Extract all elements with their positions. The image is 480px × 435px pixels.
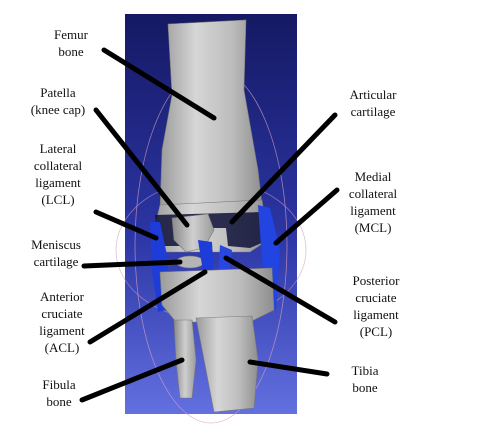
label-femur-bone: Femur bone [54, 27, 88, 59]
arrow-pcl [223, 255, 338, 325]
label-tibia-bone: Tibia bone [351, 363, 379, 395]
label-articular-cartilage: Articular cartilage [349, 87, 397, 119]
arrow-acl [87, 269, 208, 345]
arrow-lcl [93, 209, 159, 241]
arrow-mcl [273, 187, 340, 246]
label-meniscus-cartilage: Meniscus cartilage [31, 237, 81, 269]
arrow-tibia [247, 359, 330, 377]
label-patella: Patella (knee cap) [30, 85, 86, 117]
arrow-meniscus [81, 259, 183, 269]
arrow-articular [229, 112, 338, 225]
anterior-cruciate-ligament [198, 240, 214, 278]
tibia-bone [195, 315, 259, 413]
label-anterior-cruciate-ligament: Anterior cruciate ligament (ACL) [39, 289, 85, 355]
arrow-fibula [79, 357, 185, 403]
label-fibula-bone: Fibula bone [42, 377, 76, 409]
label-posterior-cruciate-ligament: Posterior cruciate ligament (PCL) [352, 273, 400, 339]
arrow-femur [101, 47, 217, 121]
label-medial-collateral-ligament: Medial collateral ligament (MCL) [348, 169, 398, 235]
label-lateral-collateral-ligament: Lateral collateral ligament (LCL) [33, 141, 83, 207]
arrow-patella [93, 107, 190, 228]
